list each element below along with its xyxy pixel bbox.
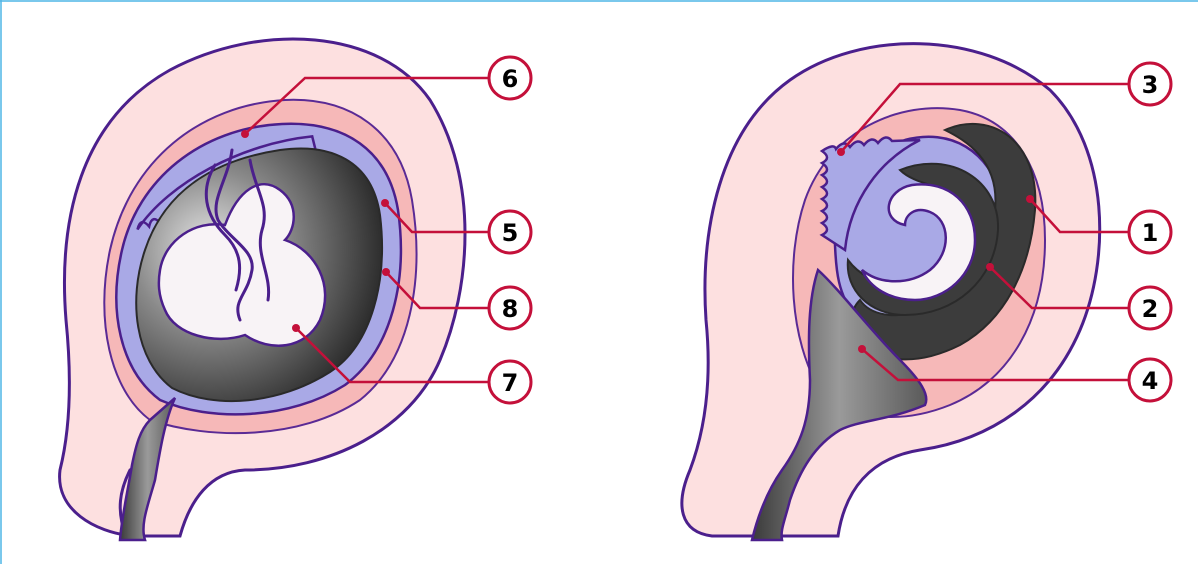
leader-7-dot [292,324,300,332]
callout-5: 5 [489,211,531,253]
leader-2-dot [986,263,994,271]
callout-6: 6 [489,57,531,99]
right-uterus [682,44,1100,540]
callout-7: 7 [489,361,531,403]
callout-6-text: 6 [502,65,519,93]
callout-2: 2 [1129,287,1171,329]
callout-3: 3 [1129,63,1171,105]
callout-4-text: 4 [1142,367,1159,395]
leader-1-dot [1026,195,1034,203]
callout-4: 4 [1129,359,1171,401]
callout-8-text: 8 [502,295,519,323]
callout-7-text: 7 [502,369,519,397]
callout-1: 1 [1129,211,1171,253]
leader-5-dot [381,199,389,207]
callout-8: 8 [489,287,531,329]
leader-3-dot [837,148,845,156]
callout-2-text: 2 [1142,295,1159,323]
callout-1-text: 1 [1142,219,1159,247]
leader-6-dot [241,130,249,138]
callout-5-text: 5 [502,219,519,247]
leader-4-dot [858,345,866,353]
leader-8-dot [382,268,390,276]
callout-3-text: 3 [1142,71,1159,99]
